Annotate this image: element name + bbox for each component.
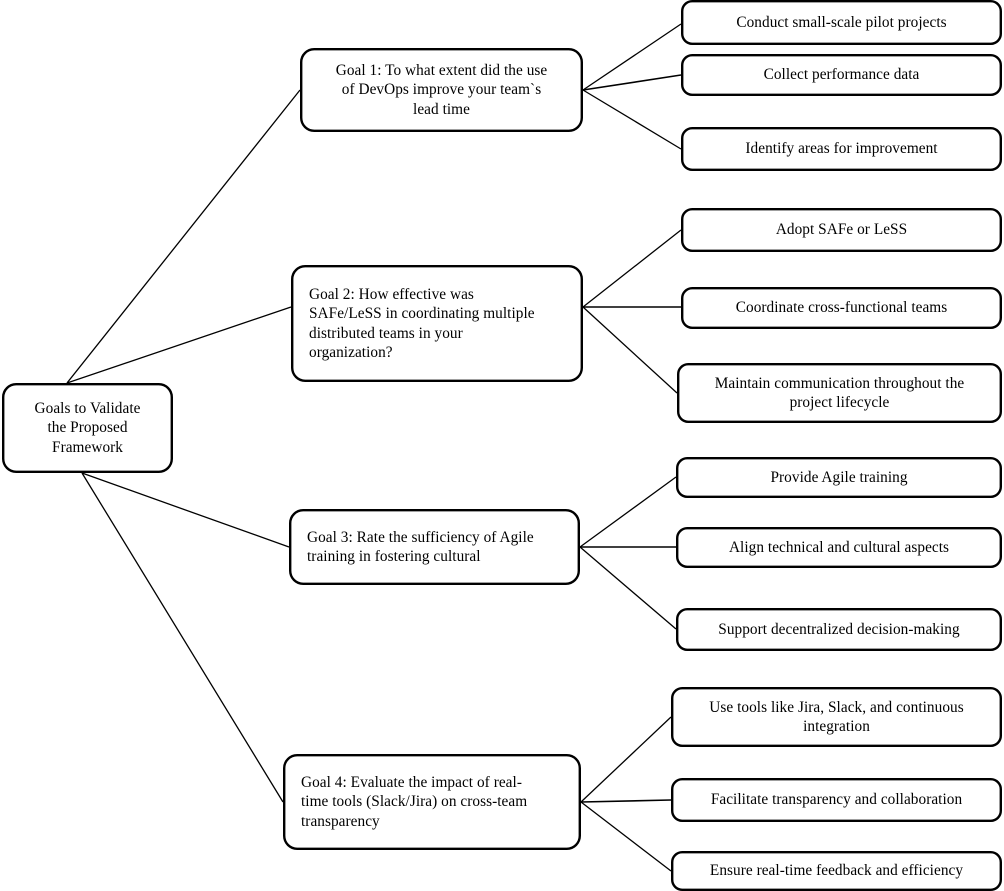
goal-1-leaf-1-label-text: Conduct small-scale pilot projects (736, 13, 947, 31)
goal-2-node[interactable] (291, 265, 584, 383)
goal-1-node[interactable] (300, 48, 584, 132)
goal-4-leaf-2-node[interactable] (671, 778, 1003, 823)
goal-1-leaf-3-label: Identify areas for improvement (691, 127, 992, 171)
goal-4-leaf-3-label: Ensure real-time feedback and efficiency (681, 851, 992, 891)
goal-1-edge-1 (582, 23, 682, 91)
goal-3-leaf-1-label: Provide Agile training (686, 457, 992, 498)
goal-3-leaf-2-node[interactable] (676, 527, 1003, 569)
goal-1-leaf-3-label-text: Identify areas for improvement (745, 140, 938, 158)
goal-2-leaf-1-label: Adopt SAFe or LeSS (691, 208, 992, 252)
goal-2-edge-1 (582, 229, 682, 308)
goal-2-leaf-3-node[interactable] (677, 363, 1003, 424)
goal-1-leaf-1-node[interactable] (681, 0, 1003, 45)
goal-3-node[interactable] (289, 509, 581, 586)
goal-4-edge-1 (580, 716, 672, 803)
goal-4-label: Goal 4: Evaluate the impact of real-time… (301, 754, 573, 850)
goal-1-edge-3 (582, 89, 682, 150)
goal-3-leaf-2-label-text: Align technical and cultural aspects (728, 538, 950, 556)
goal-3-leaf-3-label-text: Support decentralized decision-making (718, 620, 960, 638)
goal-1-leaf-3-node[interactable] (681, 126, 1003, 171)
goal-3-leaf-3-node[interactable] (676, 608, 1003, 652)
goal-2-leaf-2-node[interactable] (681, 287, 1003, 330)
edges-layer (66, 23, 682, 872)
root-edge-1 (66, 89, 301, 384)
goal-1-leaf-2-label-text: Collect performance data (763, 66, 920, 84)
goal-4-leaf-2-label: Facilitate transparency and collaboratio… (681, 778, 992, 822)
goal-2-leaf-1-label-text: Adopt SAFe or LeSS (775, 221, 908, 239)
goal-2-leaf-2-label-text: Coordinate cross-functional teams (735, 299, 948, 317)
goal-4-leaf-1-label: Use tools like Jira, Slack, and continuo… (681, 687, 992, 747)
goal-1-edge-2 (582, 74, 682, 91)
goal-4-leaf-1-label-text: Use tools like Jira, Slack, and continuo… (709, 698, 964, 735)
goal-1-leaf-2-node[interactable] (681, 54, 1003, 96)
goal-1-leaf-1-label: Conduct small-scale pilot projects (691, 0, 992, 45)
root-edge-3 (81, 472, 290, 548)
goal-3-leaf-1-node[interactable] (676, 457, 1003, 499)
goal-3-leaf-1-label-text: Provide Agile training (770, 468, 908, 486)
goal-2-leaf-2-label: Coordinate cross-functional teams (691, 287, 992, 329)
root-edge-4 (81, 472, 284, 803)
goal-4-edge-2 (580, 799, 672, 803)
root-edge-2 (66, 306, 292, 384)
goal-1-leaf-2-label: Collect performance data (691, 54, 992, 96)
goal-4-leaf-2-label-text: Facilitate transparency and collaboratio… (710, 791, 963, 809)
goal-3-edge-3 (579, 546, 677, 630)
goal-4-edge-3 (580, 801, 672, 872)
goal-3-edge-1 (579, 476, 677, 548)
goal-4-leaf-3-node[interactable] (671, 851, 1002, 891)
goal-4-leaf-3-label-text: Ensure real-time feedback and efficiency (709, 862, 964, 880)
goal-3-leaf-3-label: Support decentralized decision-making (686, 608, 992, 651)
goal-2-leaf-1-node[interactable] (681, 207, 1003, 252)
goal-3-leaf-2-label: Align technical and cultural aspects (686, 527, 992, 568)
goal-4-label-text: Goal 4: Evaluate the impact of real-time… (301, 773, 528, 830)
root-node[interactable] (2, 383, 174, 474)
goal-2-edge-3 (582, 306, 678, 394)
goal-4-node[interactable] (283, 754, 582, 851)
goal-4-leaf-1-node[interactable] (671, 687, 1003, 748)
